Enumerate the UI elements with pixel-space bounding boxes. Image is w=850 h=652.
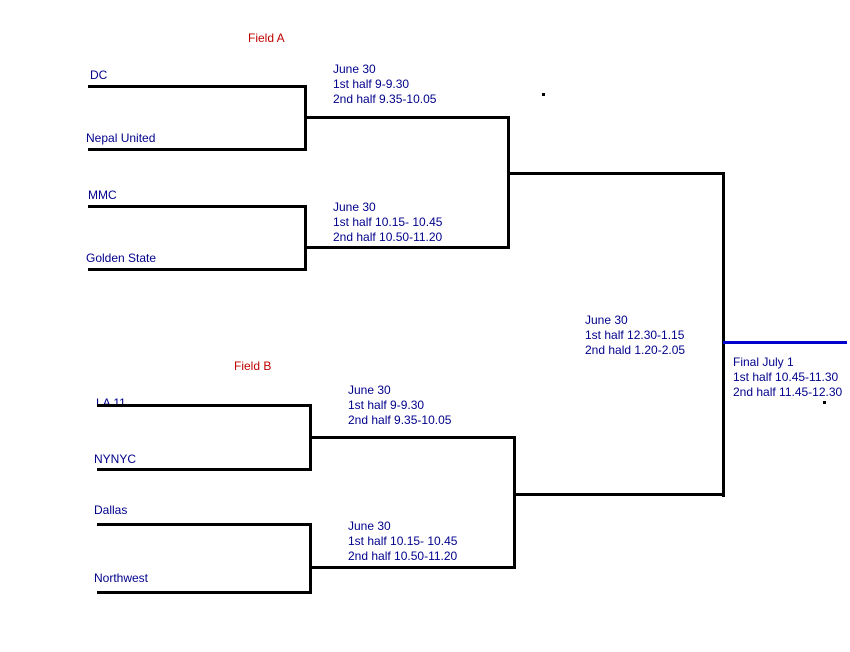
team-label-nynyc: NYNYC: [94, 452, 137, 466]
team-label-la11: LA 11: [96, 396, 126, 410]
match-qf1-date: June 30: [333, 62, 376, 76]
bracket-line-la11: [97, 404, 312, 407]
field-a-label: Field A: [248, 31, 285, 45]
bracket-line-sf-bottom-lower: [310, 566, 516, 569]
bracket-line-final-winner: [723, 341, 847, 344]
bracket-connector-sf-bottom: [513, 436, 516, 569]
bracket-line-sf-bottom-upper: [310, 436, 516, 439]
match-semifinal-date: June 30: [585, 313, 628, 327]
match-qf1-first-half: 1st half 9-9.30: [333, 77, 410, 91]
match-qf2-first-half: 1st half 10.15- 10.45: [333, 215, 443, 229]
team-label-nepal-united: Nepal United: [86, 131, 156, 145]
match-final-date: Final July 1: [733, 355, 794, 369]
match-qf3-date: June 30: [348, 383, 391, 397]
ink-artifact-dot-lower: [823, 401, 826, 404]
bracket-line-nepal-united: [88, 148, 307, 151]
match-qf2-date: June 30: [333, 200, 376, 214]
bracket-line-dallas: [97, 523, 312, 526]
bracket-line-final-lower: [514, 493, 725, 496]
team-label-northwest: Northwest: [94, 571, 149, 585]
match-info-qf1: June 30 1st half 9-9.30 2nd half 9.35-10…: [333, 62, 436, 107]
bracket-line-nynyc: [97, 468, 312, 471]
bracket-line-sf-top-upper: [305, 116, 510, 119]
bracket-connector-final: [722, 172, 725, 497]
field-b-label: Field B: [234, 359, 272, 373]
match-qf4-second-half: 2nd half 10.50-11.20: [348, 549, 458, 563]
match-info-final: Final July 1 1st half 10.45-11.30 2nd ha…: [733, 355, 842, 400]
match-final-second-half: 2nd half 11.45-12.30: [733, 385, 843, 399]
bracket-line-sf-top-lower: [305, 246, 510, 249]
match-info-semifinal: June 30 1st half 12.30-1.15 2nd hald 1.2…: [585, 313, 685, 358]
match-qf2-second-half: 2nd half 10.50-11.20: [333, 230, 443, 244]
team-label-mmc: MMC: [88, 188, 117, 202]
match-info-qf4: June 30 1st half 10.15- 10.45 2nd half 1…: [348, 519, 457, 564]
bracket-line-golden-state: [88, 268, 307, 271]
match-qf3-first-half: 1st half 9-9.30: [348, 398, 425, 412]
match-qf4-date: June 30: [348, 519, 391, 533]
bracket-line-final-upper: [508, 172, 725, 175]
match-semifinal-second-half: 2nd hald 1.20-2.05: [585, 343, 686, 357]
match-qf3-second-half: 2nd half 9.35-10.05: [348, 413, 452, 427]
team-label-golden-state: Golden State: [86, 251, 157, 265]
bracket-connector-sf-top: [507, 116, 510, 249]
bracket-line-dc: [88, 85, 307, 88]
bracket-line-mmc: [88, 205, 307, 208]
team-label-dallas: Dallas: [94, 503, 128, 517]
team-label-dc: DC: [90, 68, 108, 82]
bracket-connector-qf4: [309, 523, 312, 594]
bracket-line-northwest: [97, 591, 312, 594]
match-info-qf2: June 30 1st half 10.15- 10.45 2nd half 1…: [333, 200, 442, 245]
match-final-first-half: 1st half 10.45-11.30: [733, 370, 839, 384]
match-qf4-first-half: 1st half 10.15- 10.45: [348, 534, 458, 548]
ink-artifact-dot-upper: [542, 93, 545, 96]
match-info-qf3: June 30 1st half 9-9.30 2nd half 9.35-10…: [348, 383, 451, 428]
match-semifinal-first-half: 1st half 12.30-1.15: [585, 328, 685, 342]
bracket-connector-qf2: [304, 205, 307, 271]
match-qf1-second-half: 2nd half 9.35-10.05: [333, 92, 437, 106]
